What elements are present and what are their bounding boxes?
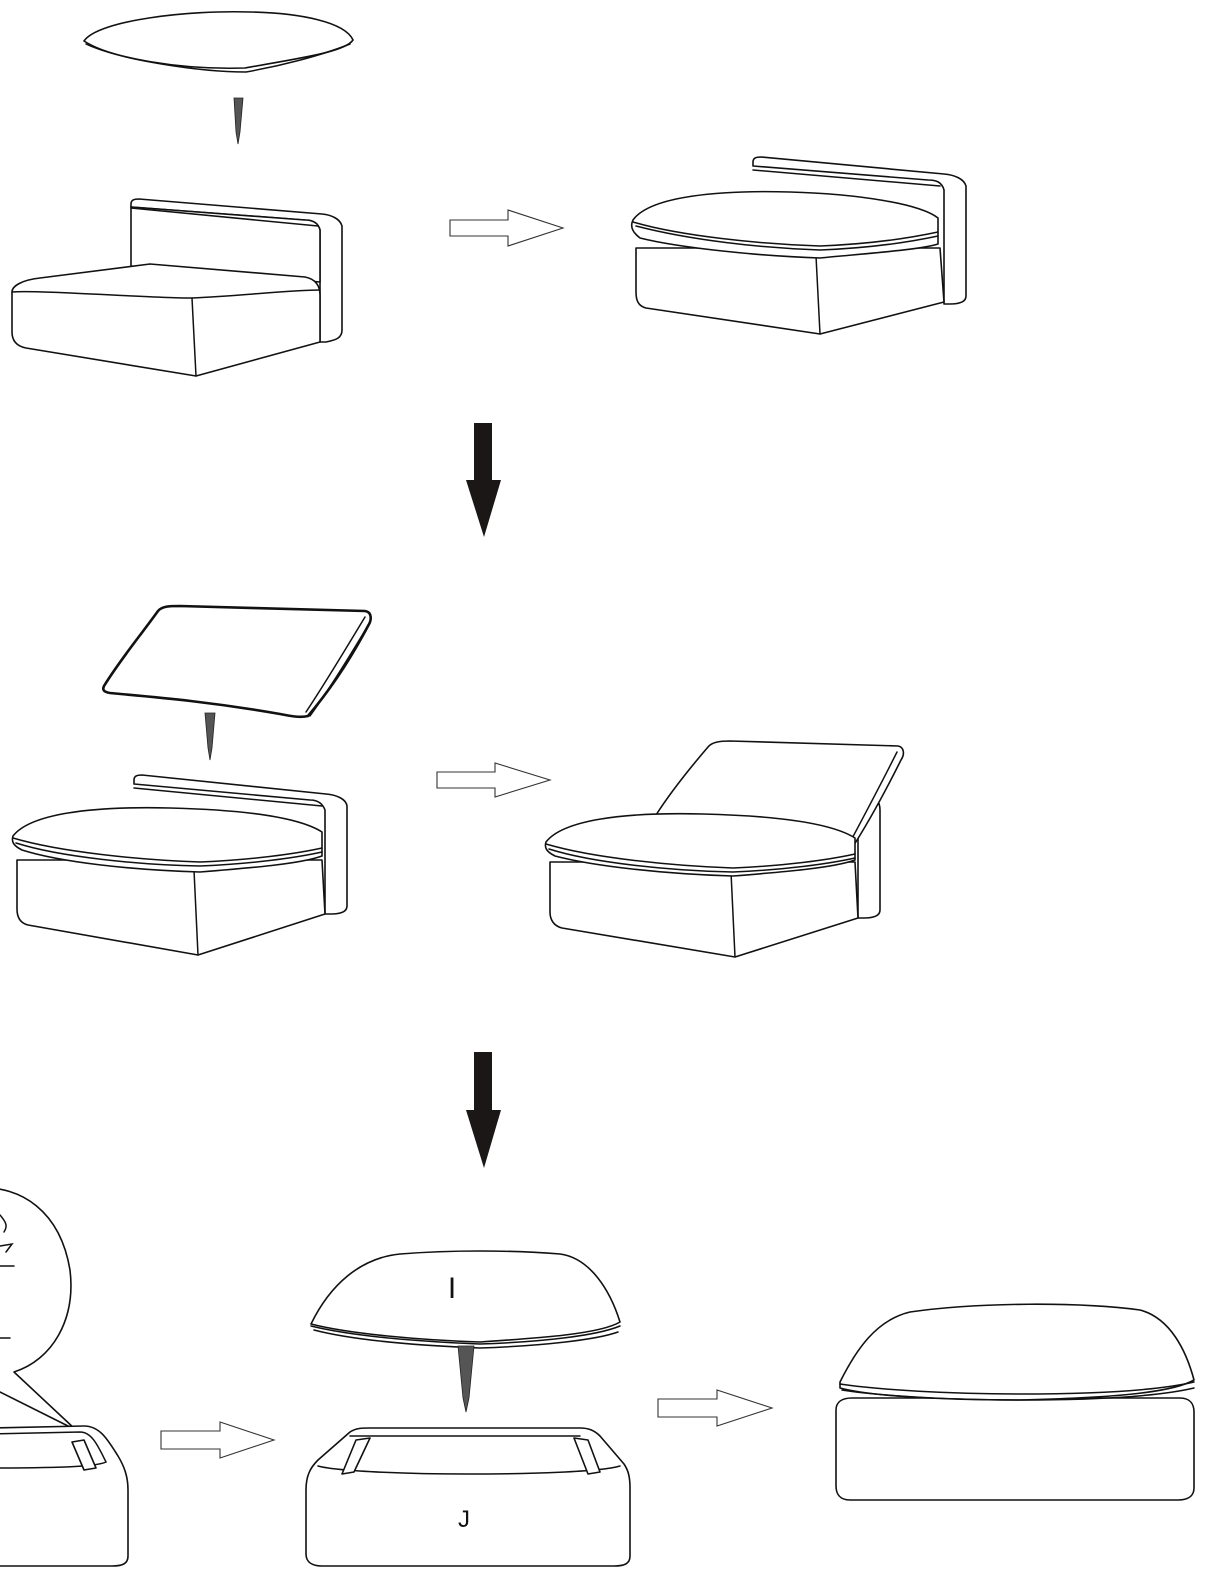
assembled-ottoman [836, 1304, 1194, 1500]
step-1-seat-cushion [12, 12, 966, 376]
base-label: J [458, 1506, 470, 1533]
step-2-back-cushion [12, 606, 903, 957]
cushion-label: I [448, 1272, 456, 1305]
small-down-arrow [205, 713, 215, 760]
step-3-ottoman: I J [0, 1188, 1194, 1566]
small-down-arrow [234, 98, 243, 144]
big-down-arrow-1 [466, 423, 501, 537]
chair-with-both-cushions [545, 741, 903, 957]
ottoman-base-detail [0, 1426, 128, 1566]
ottoman-cushion: I [311, 1251, 620, 1348]
hollow-right-arrow [437, 763, 550, 797]
hollow-right-arrow [658, 1390, 772, 1426]
big-down-arrow-2 [466, 1052, 501, 1168]
back-cushion [103, 606, 370, 717]
small-down-arrow [458, 1346, 474, 1412]
hollow-right-arrow [450, 210, 563, 246]
armless-chair [12, 199, 342, 376]
seat-cushion [84, 12, 353, 72]
hollow-right-arrow [161, 1422, 274, 1458]
detail-callout [0, 1188, 76, 1430]
chair-with-seat-cushion [632, 157, 966, 334]
ottoman-base: J [306, 1428, 630, 1566]
chair-with-seat-cushion [12, 775, 347, 955]
